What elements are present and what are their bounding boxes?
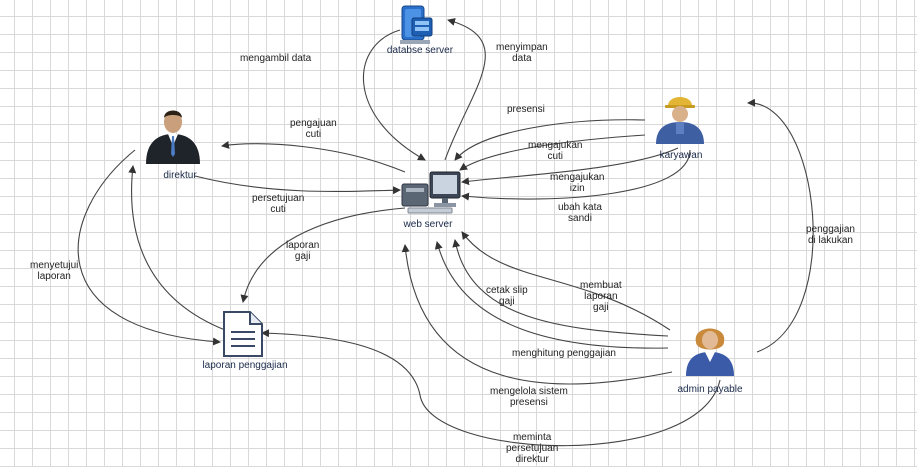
label-mengelola-sistem-presensi: mengelola sistem presensi bbox=[490, 386, 568, 408]
edge-laporan-gaji bbox=[240, 207, 406, 303]
edge-laporan-to-direktur bbox=[128, 165, 226, 331]
database-icon bbox=[400, 5, 433, 44]
label-cetak-slip-gaji: cetak slip gaji bbox=[486, 285, 528, 307]
edge-menyetujui-laporan bbox=[77, 149, 221, 346]
computer-icon bbox=[401, 171, 461, 214]
karyawan-label: karyawan bbox=[659, 150, 703, 161]
label-laporan-gaji: laporan gaji bbox=[286, 240, 320, 262]
worker-icon bbox=[656, 97, 704, 144]
direktur-label: direktur bbox=[163, 170, 197, 181]
admin-payable-label: admin payable bbox=[677, 384, 743, 395]
label-menghitung-penggajian: menghitung penggajian bbox=[512, 348, 616, 359]
web-server-label: web server bbox=[403, 219, 453, 230]
label-menyimpan-data: menyimpan data bbox=[496, 42, 548, 64]
edge-membuat-laporan-gaji bbox=[461, 231, 671, 331]
edge-presensi bbox=[454, 119, 646, 161]
label-mengambil-data: mengambil data bbox=[240, 53, 312, 64]
edge-persetujuan-cuti bbox=[194, 175, 401, 195]
edge-mengambil-data bbox=[362, 29, 426, 161]
edge-menghitung-penggajian bbox=[434, 241, 669, 349]
database-server-label: databse server bbox=[386, 45, 454, 56]
edge-penggajian-dilakukan bbox=[747, 98, 814, 353]
label-ubah-kata-sandi: ubah kata sandi bbox=[558, 202, 602, 224]
label-pengajuan-cuti: pengajuan cuti bbox=[290, 118, 337, 140]
laporan-penggajian-label: laporan penggajian bbox=[202, 360, 288, 371]
edge-mengajukan-izin bbox=[461, 147, 679, 186]
businessman-icon bbox=[146, 110, 200, 164]
label-presensi: presensi bbox=[507, 104, 545, 115]
businesswoman-icon bbox=[686, 328, 734, 376]
document-icon bbox=[223, 311, 263, 357]
edge-mengelola-sistem-presensi bbox=[401, 244, 673, 385]
label-menyetujui-laporan: menyetujui laporan bbox=[30, 260, 79, 282]
label-persetujuan-cuti: persetujuan cuti bbox=[252, 193, 305, 215]
edge-mengajukan-cuti bbox=[459, 134, 646, 171]
edge-ubah-kata-sandi bbox=[461, 149, 691, 201]
edge-menyimpan-data bbox=[444, 18, 486, 161]
edge-pengajuan-cuti bbox=[221, 140, 406, 173]
label-meminta-persetujuan: meminta persetujuan direktur bbox=[506, 432, 559, 465]
edge-cetak-slip-gaji bbox=[452, 239, 669, 337]
edge-meminta-persetujuan bbox=[261, 329, 721, 447]
label-penggajian-dilakukan: penggajian di lakukan bbox=[806, 224, 855, 246]
label-mengajukan-izin: mengajukan izin bbox=[550, 172, 605, 194]
label-membuat-laporan-gaji: membuat laporan gaji bbox=[580, 280, 622, 313]
label-mengajukan-cuti: mengajukan cuti bbox=[528, 140, 583, 162]
